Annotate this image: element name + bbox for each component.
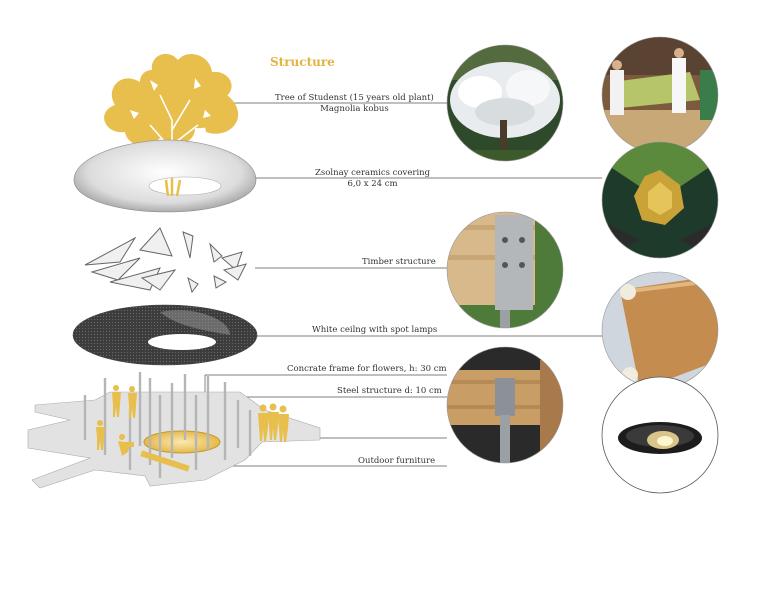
label-concrete: Concrate frame for flowers, h: 30 cm bbox=[287, 364, 447, 374]
label-ceramics: Zsolnay ceramics covering 6,0 x 24 cm bbox=[315, 168, 430, 190]
page-title: Structure bbox=[270, 55, 335, 69]
photo-magnolia bbox=[446, 44, 564, 162]
label-ceiling: White ceilng with spot lamps bbox=[312, 325, 438, 335]
photo-spot-lamp bbox=[601, 376, 719, 494]
label-timber: Timber structure bbox=[362, 257, 436, 267]
photo-ceramic-dome bbox=[601, 141, 719, 259]
label-tree-species: Magnolia kobus bbox=[320, 104, 389, 114]
label-ceramics-name: Zsolnay ceramics covering bbox=[315, 168, 431, 178]
photo-ceiling-spots bbox=[601, 271, 719, 389]
person-icon bbox=[96, 385, 289, 456]
label-steel: Steel structure d: 10 cm bbox=[337, 386, 442, 396]
ceiling-disc bbox=[72, 304, 258, 366]
ground-plan bbox=[27, 391, 321, 489]
photo-timber-joint bbox=[446, 211, 564, 329]
label-furniture: Outdoor furniture bbox=[358, 456, 436, 466]
ceramic-ring bbox=[73, 139, 257, 213]
photo-steel-timber bbox=[446, 346, 564, 464]
steel-columns bbox=[83, 372, 252, 478]
photo-workers bbox=[601, 36, 719, 154]
label-ceramics-size: 6,0 x 24 cm bbox=[347, 179, 398, 189]
leader-lines bbox=[185, 102, 602, 467]
label-tree-name: Tree of Studenst (15 years old plant) bbox=[275, 93, 434, 103]
label-tree: Tree of Studenst (15 years old plant) Ma… bbox=[275, 93, 434, 115]
timber-structure bbox=[84, 227, 247, 294]
